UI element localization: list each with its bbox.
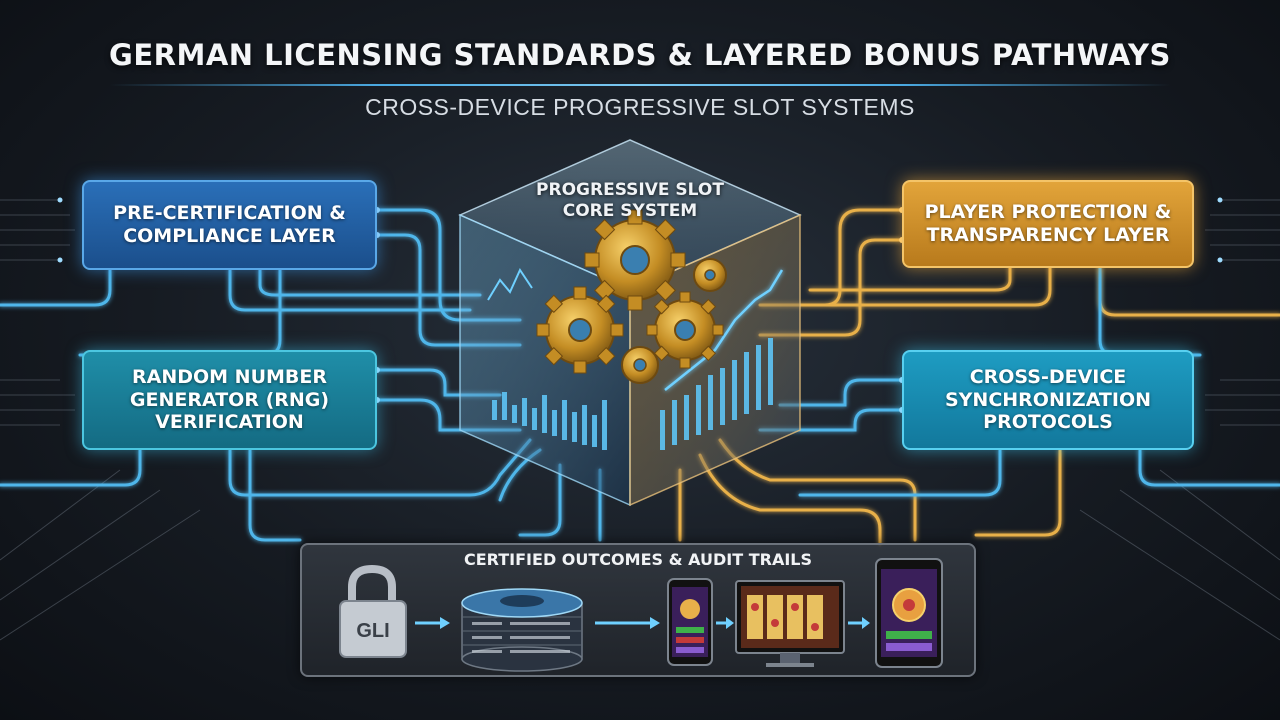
player-protection-layer-label: PLAYER PROTECTION & TRANSPARENCY LAYER xyxy=(924,201,1172,246)
player-protection-layer-box: PLAYER PROTECTION & TRANSPARENCY LAYER xyxy=(902,180,1194,268)
cross-device-sync-label: CROSS-DEVICE SYNCHRONIZATION PROTOCOLS xyxy=(944,365,1152,434)
arrow-icon xyxy=(716,617,734,629)
pre-certification-layer-label: PRE-CERTIFICATION & COMPLIANCE LAYER xyxy=(113,202,346,247)
arrow-icon xyxy=(848,617,870,629)
smartphone-icon xyxy=(667,578,713,666)
cross-device-sync-box: CROSS-DEVICE SYNCHRONIZATION PROTOCOLS xyxy=(902,350,1194,450)
audit-flow: GLI xyxy=(339,558,943,672)
page-subtitle: CROSS-DEVICE PROGRESSIVE SLOT SYSTEMS xyxy=(365,94,915,120)
arrow-icon xyxy=(415,617,450,629)
pre-certification-layer-box: PRE-CERTIFICATION & COMPLIANCE LAYER xyxy=(82,180,377,270)
rng-verification-label: RANDOM NUMBER GENERATOR (RNG) VERIFICATI… xyxy=(129,365,330,434)
desktop-icon xyxy=(735,580,845,667)
tablet-icon xyxy=(875,558,943,668)
padlock-icon: GLI xyxy=(339,564,407,658)
title-underline xyxy=(110,84,1170,86)
audit-panel xyxy=(300,543,976,677)
core-system-label: PROGRESSIVE SLOT CORE SYSTEM xyxy=(536,180,724,222)
gears-icon xyxy=(536,209,727,384)
audit-panel-title: CERTIFIED OUTCOMES & AUDIT TRAILS xyxy=(463,550,812,569)
database-icon xyxy=(461,588,583,672)
arrow-icon xyxy=(595,617,660,629)
rng-verification-box: RANDOM NUMBER GENERATOR (RNG) VERIFICATI… xyxy=(82,350,377,450)
lock-text: GLI xyxy=(356,620,389,642)
page-title: GERMAN LICENSING STANDARDS & LAYERED BON… xyxy=(109,38,1171,72)
